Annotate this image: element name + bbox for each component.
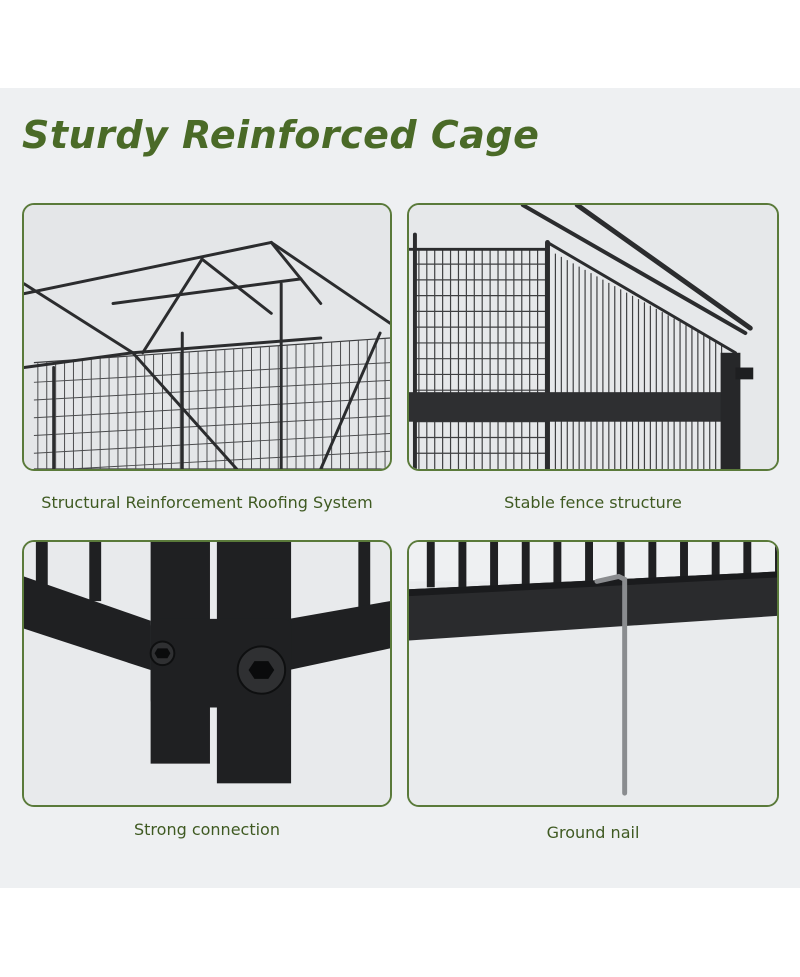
caption-fence-structure: Stable fence structure: [504, 493, 682, 512]
caption-ground-nail: Ground nail: [546, 823, 640, 842]
caption-roofing-system: Structural Reinforcement Roofing System: [41, 493, 373, 512]
fence-panel-image: [407, 203, 779, 471]
roof-frame-image: [22, 203, 392, 471]
page-title: Sturdy Reinforced Cage: [22, 113, 540, 157]
ground-stake-image: [407, 540, 779, 807]
bolted-joint-image: [22, 540, 392, 807]
caption-strong-connection: Strong connection: [134, 820, 280, 839]
